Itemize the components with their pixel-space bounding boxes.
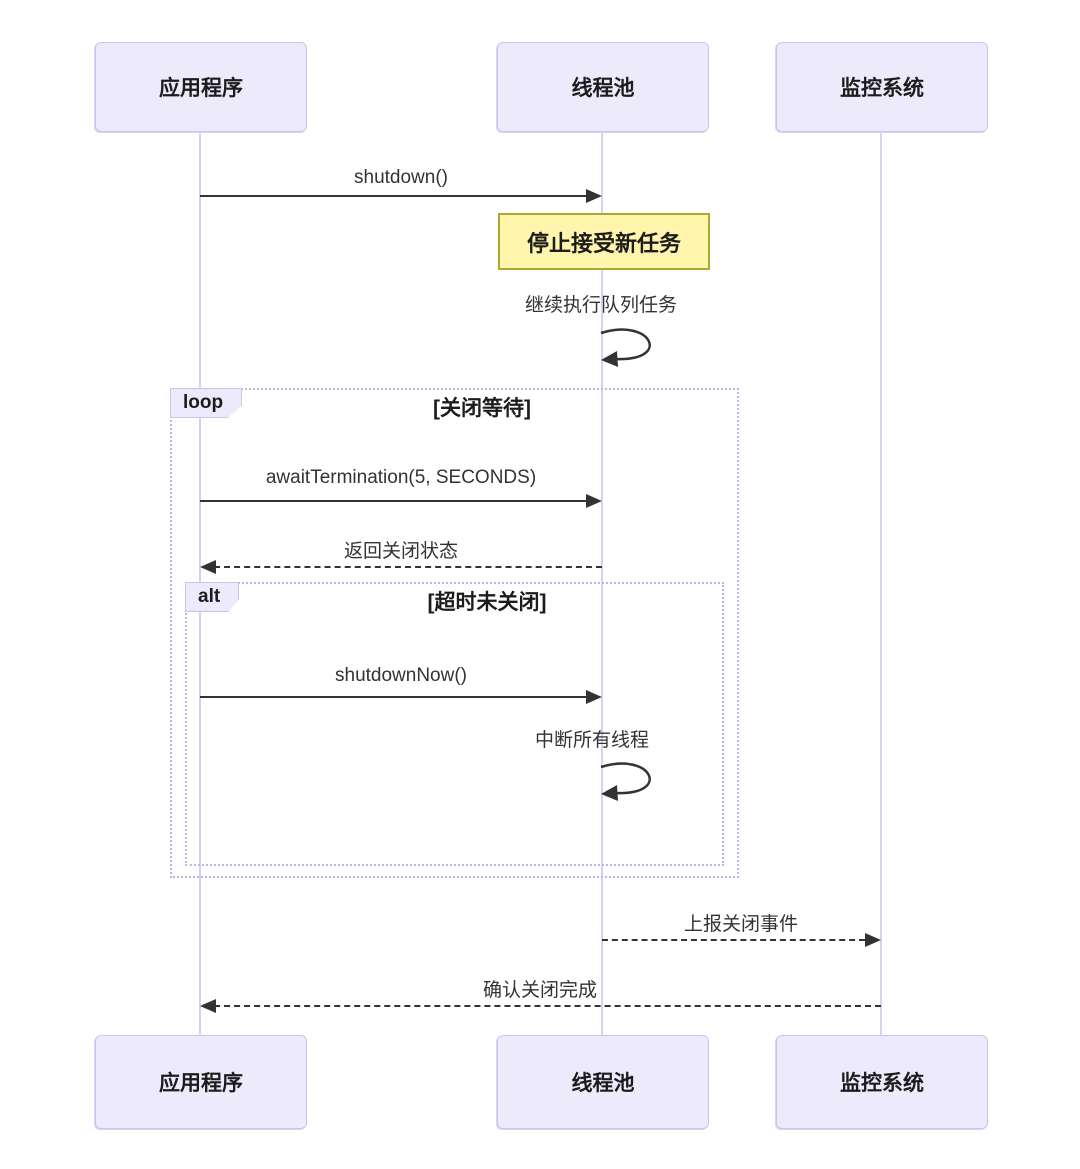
self-loop-arrow-icon: [600, 328, 651, 367]
message-label-interrupt-threads: 中断所有线程: [534, 730, 650, 751]
arrowhead-right-icon: [586, 189, 602, 203]
arrowhead-left-icon: [200, 999, 216, 1013]
message-label-report-event: 上报关闭事件: [683, 914, 799, 935]
note-stop-accepting-tasks: 停止接受新任务: [498, 213, 710, 270]
message-label-await-termination: awaitTermination(5, SECONDS): [265, 467, 537, 488]
participant-label: 线程池: [571, 1072, 635, 1095]
message-line-await-termination: [200, 500, 586, 502]
message-label-shutdown-now: shutdownNow(): [335, 665, 467, 686]
loop-condition: [关闭等待]: [433, 397, 531, 420]
lifeline-monitor: [880, 130, 882, 1035]
alt-condition: [超时未关闭]: [427, 591, 547, 614]
loop-frame: loop: [170, 388, 739, 878]
participant-label: 应用程序: [159, 77, 243, 100]
arrowhead-right-icon: [586, 690, 602, 704]
participant-application-top: 应用程序: [95, 42, 307, 132]
participant-application-bottom: 应用程序: [95, 1035, 307, 1129]
message-label-continue-queue: 继续执行队列任务: [524, 295, 678, 316]
note-label: 停止接受新任务: [526, 230, 681, 256]
self-loop-arrow-icon: [600, 762, 651, 801]
arrowhead-right-icon: [586, 494, 602, 508]
participant-monitor-top: 监控系统: [776, 42, 988, 132]
participant-label: 线程池: [571, 77, 635, 100]
alt-tab-label: alt: [198, 586, 221, 607]
message-line-shutdown: [200, 195, 586, 197]
message-label-confirm-complete: 确认关闭完成: [482, 980, 598, 1001]
participant-monitor-bottom: 监控系统: [776, 1035, 988, 1129]
arrowhead-right-icon: [865, 933, 881, 947]
alt-frame: alt: [185, 582, 724, 866]
message-label-return-status: 返回关闭状态: [343, 541, 459, 562]
arrowhead-left-icon: [200, 560, 216, 574]
message-line-return-status: [214, 566, 602, 568]
participant-label: 监控系统: [840, 77, 924, 100]
message-label-shutdown: shutdown(): [354, 167, 448, 188]
message-line-report-event: [602, 939, 865, 941]
loop-tab: loop: [170, 388, 243, 418]
participant-threadpool-top: 线程池: [497, 42, 709, 132]
message-line-shutdown-now: [200, 696, 586, 698]
message-line-confirm-complete: [214, 1005, 881, 1007]
loop-tab-label: loop: [183, 392, 224, 413]
participant-label: 应用程序: [159, 1072, 243, 1095]
alt-tab: alt: [185, 582, 240, 612]
participant-label: 监控系统: [840, 1072, 924, 1095]
participant-threadpool-bottom: 线程池: [497, 1035, 709, 1129]
